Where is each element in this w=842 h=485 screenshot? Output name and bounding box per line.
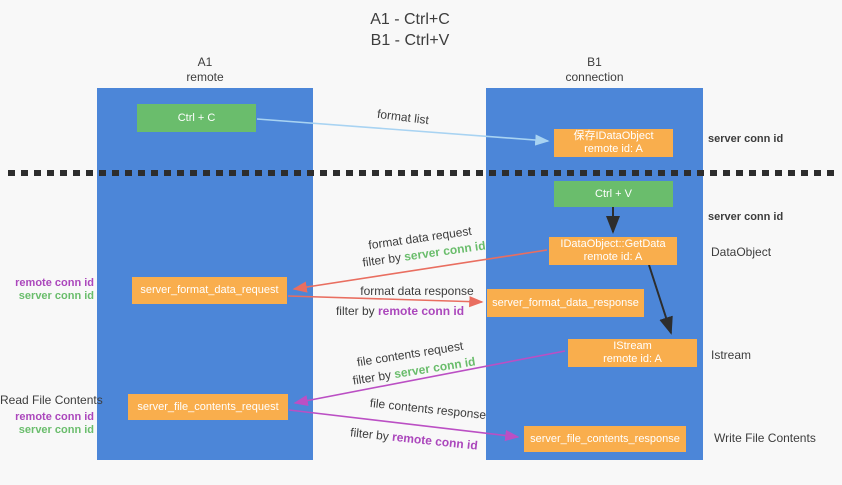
file-request-box: server_file_contents_request	[128, 394, 288, 420]
lifeline-b1-name: B1	[587, 55, 602, 69]
server-conn-id-label-left-2: server conn id	[18, 424, 94, 436]
lifeline-a1-name: A1	[197, 55, 213, 69]
remote-conn-id-label-left-2: remote conn id	[15, 411, 94, 423]
lifeline-a1-header: A1 remote	[97, 55, 313, 85]
istream-line2: remote id: A	[603, 353, 662, 365]
file-response-label: server_file_contents_response	[530, 432, 680, 445]
getdata-box: IDataObject::GetData remote id: A	[549, 237, 677, 265]
lifeline-b1-header: B1 connection	[486, 55, 703, 85]
ctrl-v-box: Ctrl + V	[554, 181, 673, 207]
file-response-box: server_file_contents_response	[524, 426, 686, 452]
lifeline-a1-role: remote	[186, 70, 224, 84]
title-line-1: A1 - Ctrl+C	[370, 11, 450, 28]
lifeline-b1-role: connection	[565, 70, 624, 84]
getdata-line2: remote id: A	[583, 251, 643, 263]
title-line-2: B1 - Ctrl+V	[370, 32, 450, 49]
filter-by-text: filter by	[335, 304, 375, 318]
read-file-contents-label: Read File Contents	[0, 393, 103, 407]
getdata-line1: IDataObject::GetData	[560, 238, 666, 250]
format-data-response-label: format data response	[360, 284, 474, 298]
save-dataobject-line2: remote id: A	[584, 143, 643, 155]
format-list-arrow	[256, 118, 550, 146]
file-request-conn-ids: remote conn id server conn id	[0, 411, 94, 437]
format-request-box: server_format_data_request	[132, 277, 287, 304]
format-request-label: server_format_data_request	[140, 284, 279, 296]
ctrl-v-label: Ctrl + V	[595, 187, 632, 200]
ctrl-c-label: Ctrl + C	[177, 111, 216, 124]
remote-conn-id-text: remote conn id	[378, 304, 465, 318]
ctrl-c-box: Ctrl + C	[137, 104, 256, 132]
format-data-response-arrow	[287, 295, 484, 308]
server-conn-id-label-left-1: server conn id	[18, 290, 94, 302]
write-file-contents-label: Write File Contents	[714, 431, 816, 445]
server-conn-id-label-mid-right: server conn id	[708, 211, 784, 223]
format-response-box: server_format_data_response	[487, 289, 644, 317]
save-dataobject-box: 保存IDataObject remote id: A	[554, 129, 673, 157]
dataobject-label: DataObject	[711, 245, 772, 259]
dotted-separator-line	[8, 170, 836, 176]
istream-box: IStream remote id: A	[568, 339, 697, 367]
remote-conn-id-label-left-1: remote conn id	[15, 277, 94, 289]
format-response-filter-label: filter by remote conn id	[336, 304, 464, 318]
diagram-title: A1 - Ctrl+C B1 - Ctrl+V	[0, 9, 820, 51]
format-response-label: server_format_data_response	[492, 296, 639, 309]
save-dataobject-line1: 保存IDataObject	[573, 130, 654, 142]
format-request-conn-ids: remote conn id server conn id	[0, 277, 94, 303]
istream-side-label: Istream	[711, 348, 752, 362]
file-contents-request-arrow	[293, 350, 566, 407]
server-conn-id-label-top-right: server conn id	[708, 133, 784, 145]
file-request-label: server_file_contents_request	[137, 400, 279, 413]
istream-line1: IStream	[613, 340, 652, 352]
getdata-to-istream-arrow	[648, 264, 673, 335]
format-data-request-arrow	[292, 249, 548, 293]
file-contents-response-arrow	[288, 409, 520, 442]
